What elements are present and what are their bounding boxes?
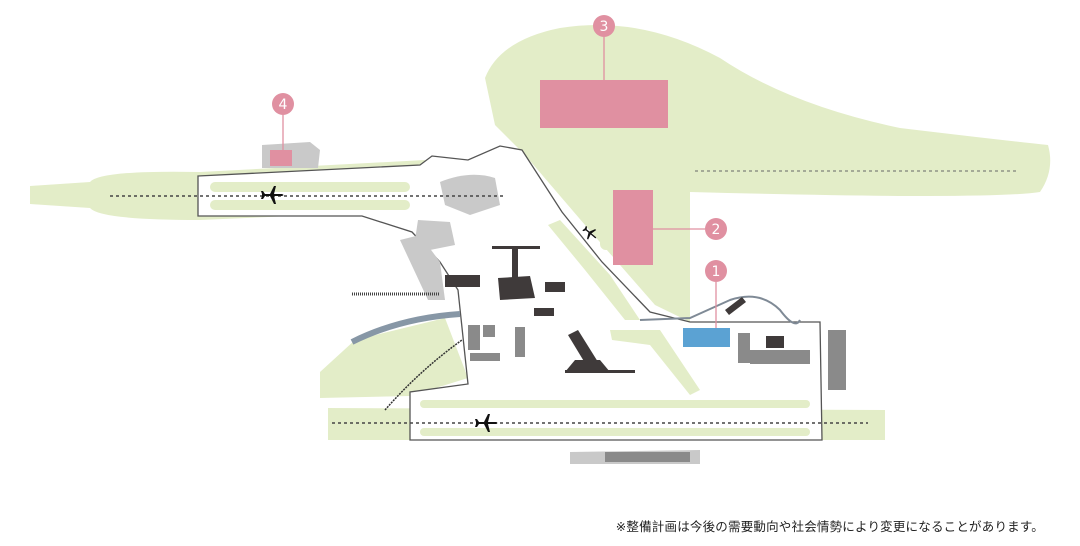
plan-area-4 (270, 150, 292, 166)
taxiway-greens (210, 182, 810, 436)
svg-text:3: 3 (600, 19, 609, 35)
marker-4: 4 (272, 93, 294, 115)
svg-text:2: 2 (712, 222, 721, 238)
southwest-land (320, 318, 468, 398)
runways (110, 170, 1016, 424)
svg-text:4: 4 (279, 97, 288, 113)
marker-2: 2 (705, 218, 727, 240)
east-road (639, 295, 801, 325)
plan-area-2 (613, 190, 653, 265)
leader-lines (282, 37, 717, 328)
marker-1: 1 (705, 260, 727, 282)
svg-text:1: 1 (712, 264, 721, 280)
plan-area-3 (540, 80, 668, 128)
airplane-icon (261, 186, 284, 204)
terminal-buildings (445, 246, 746, 373)
marker-3: 3 (593, 15, 615, 37)
access-bridge (350, 311, 461, 345)
airplane-icon (475, 414, 498, 432)
airplane-icon (582, 225, 597, 240)
footnote: ※整備計画は今後の需要動向や社会情勢により変更になることがあります。 (615, 519, 1044, 534)
rail-bridge (384, 339, 463, 411)
plan-area-1 (683, 328, 730, 347)
other-buildings (468, 325, 846, 462)
